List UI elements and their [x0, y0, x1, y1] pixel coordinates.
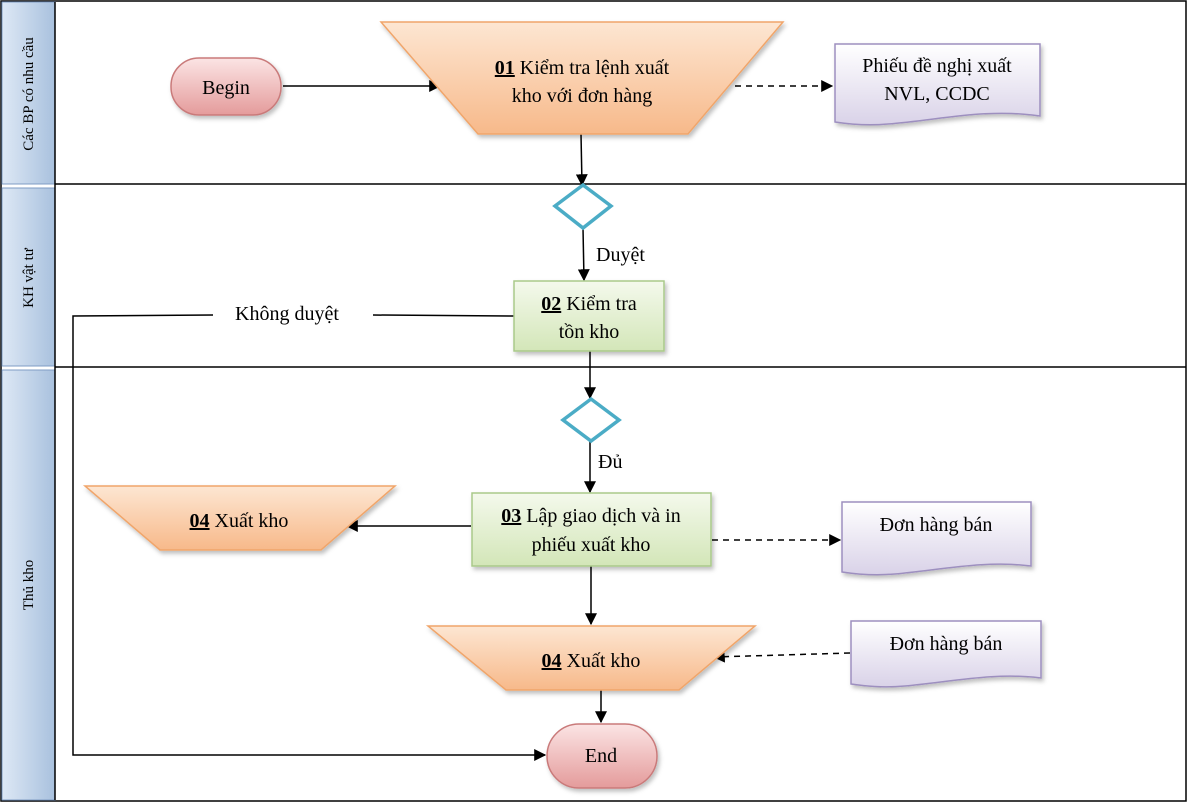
step01-check-issue-order: 01 Kiểm tra lệnh xuất kho với đơn hàng [379, 21, 785, 135]
lane-header-storekeeper [1, 369, 56, 801]
step04a-label: 04 Xuất kho [190, 510, 289, 532]
doc-sales-order-1: Đơn hàng bán [841, 501, 1032, 576]
doc-order1-label: Đơn hàng bán [880, 514, 993, 536]
step02-line2: tồn kho [559, 321, 620, 343]
edge-decision1-to-step02 [577, 227, 590, 282]
step03-create-transaction: 03 Lập giao dịch và in phiếu xuất kho [471, 492, 712, 567]
step04a-issue-stock: 04 Xuất kho [82, 485, 398, 551]
step01-line1: 01 Kiểm tra lệnh xuất [495, 57, 670, 79]
begin-terminator: Begin [170, 57, 282, 116]
step02-check-inventory: 02 Kiểm tra tồn kho [513, 280, 665, 352]
doc-request-line1: Phiếu đề nghị xuất [862, 55, 1012, 77]
doc-order2-label: Đơn hàng bán [890, 633, 1003, 655]
edge-not-approved-part1 [372, 314, 515, 317]
lane-label-material-planning: KH vật tư [21, 247, 37, 308]
edge-label-enough: Đủ [598, 451, 622, 473]
decision-diamond-approval [552, 182, 614, 231]
lane-label-storekeeper: Thủ kho [21, 560, 37, 610]
lane-label-requesting-dept: Các BP có nhu cầu [21, 37, 37, 151]
lane-header-material-planning [1, 187, 56, 367]
step04b-issue-stock: 04 Xuất kho [425, 625, 758, 691]
begin-label: Begin [202, 77, 250, 99]
edge-order-doc2-to-step04b [712, 650, 851, 663]
doc-sales-order-2: Đơn hàng bán [850, 620, 1042, 688]
doc-material-request: Phiếu đề nghị xuất NVL, CCDC [834, 43, 1041, 126]
step03-line2: phiếu xuất kho [532, 534, 651, 556]
end-label: End [585, 745, 617, 767]
edge-not-approved-to-end [72, 314, 547, 761]
decision-diamond-sufficient [560, 396, 622, 444]
lane-header-requesting-dept [1, 1, 56, 185]
step03-line1: 03 Lập giao dịch và in [501, 505, 680, 527]
step04b-label: 04 Xuất kho [542, 650, 641, 672]
edge-step01-to-decision1 [575, 133, 588, 187]
end-terminator: End [546, 723, 658, 789]
edge-label-approved: Duyệt [596, 244, 645, 266]
step02-line1: 02 Kiểm tra [541, 293, 637, 315]
edge-label-not-approved: Không duyệt [235, 303, 339, 325]
step01-line2: kho với đơn hàng [512, 85, 653, 107]
doc-request-line2: NVL, CCDC [884, 83, 990, 105]
